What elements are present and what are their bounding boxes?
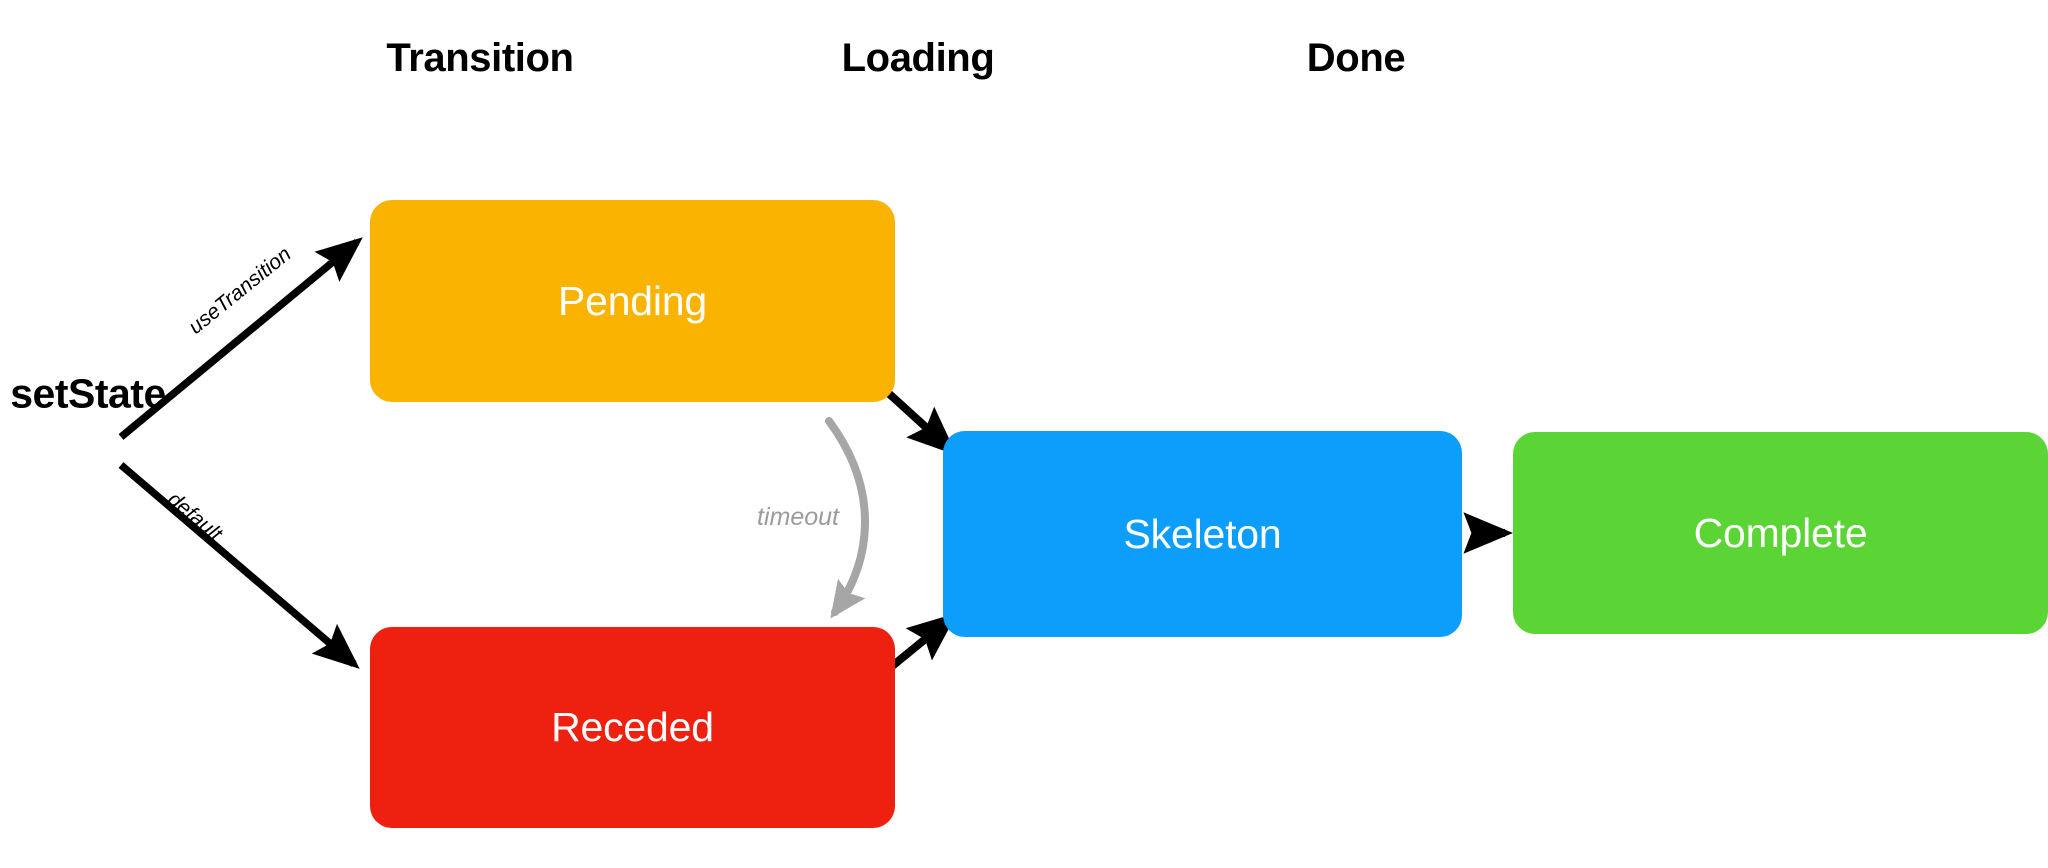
column-header-loading: Loading [841, 36, 995, 80]
node-skeleton-label: Skeleton [1123, 510, 1282, 557]
node-receded[interactable]: Receded [370, 627, 895, 828]
node-complete-label: Complete [1693, 509, 1868, 556]
edge-pending-to-skeleton [882, 387, 957, 456]
column-header-done: Done [1306, 36, 1406, 80]
edge-setstate-to-receded [118, 462, 360, 669]
node-pending-label: Pending [557, 277, 708, 324]
node-complete[interactable]: Complete [1513, 432, 2048, 634]
edge-label-timeout: timeout [757, 503, 839, 531]
edge-label-usetransition: useTransition [184, 242, 296, 339]
node-receded-label: Receded [551, 704, 714, 750]
node-setstate: setState [10, 370, 166, 417]
node-pending[interactable]: Pending [370, 200, 895, 402]
column-header-transition: Transition [386, 36, 574, 80]
node-skeleton[interactable]: Skeleton [943, 431, 1462, 637]
edge-label-default: default [163, 487, 227, 546]
